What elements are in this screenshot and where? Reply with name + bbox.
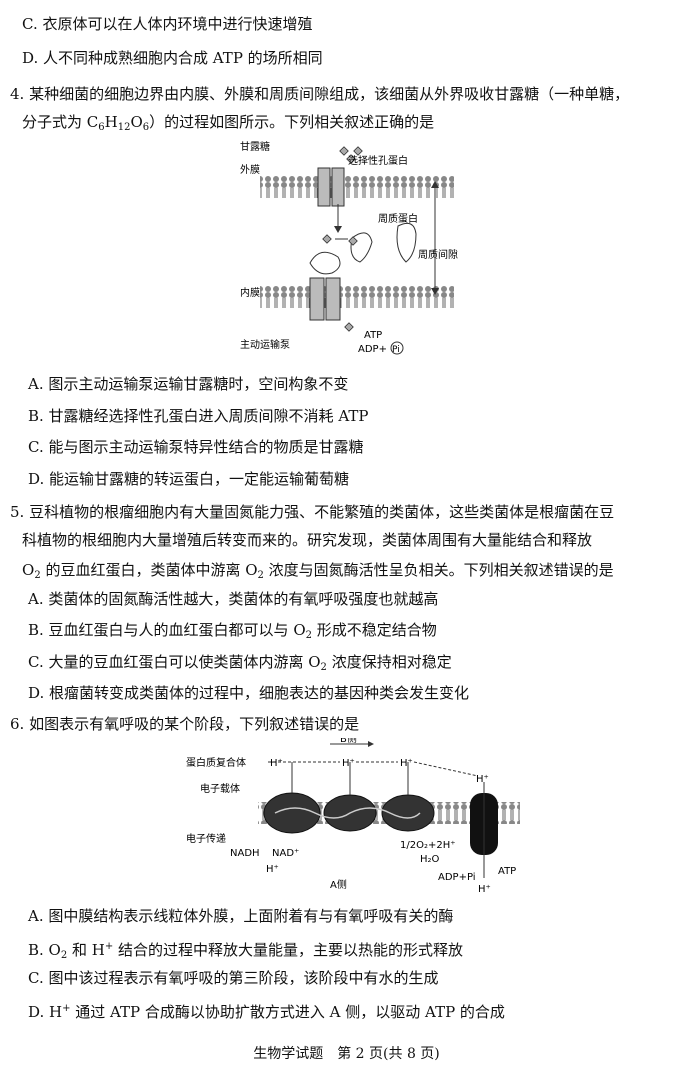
o2-label: 1/2O₂+2H⁺ bbox=[400, 840, 456, 851]
question-5-stem-2: 科植物的根细胞内大量增殖后转变而来的。研究发现，类菌体周围有大量能结合和释放 bbox=[22, 531, 593, 549]
page-footer: 生物学试题 第 2 页(共 8 页) bbox=[253, 1046, 440, 1062]
a-side-label: A侧 bbox=[330, 878, 347, 891]
option-4a: A. 图示主动运输泵运输甘露糖时，空间构象不变 bbox=[28, 375, 349, 393]
h2o-label: H₂O bbox=[420, 854, 440, 865]
electron-transport-figure: B侧 蛋白质复合体 H⁺ H⁺ H⁺ H⁺ 电子载体 电子传递 NADH NAD… bbox=[186, 738, 520, 895]
h-label-2: H⁺ bbox=[342, 758, 355, 769]
option-5d: D. 根瘤菌转变成类菌体的过程中，细胞表达的基因种类会发生变化 bbox=[28, 684, 470, 702]
outer-membrane bbox=[260, 176, 454, 198]
mannose-transport-figure: 甘露糖 外膜 选择性孔蛋白 周质蛋白 周质间隙 内膜 主动运输泵 ATP ADP… bbox=[240, 140, 458, 355]
nad-label: NAD⁺ bbox=[272, 848, 299, 859]
question-5-stem-3: O2 的豆血红蛋白，类菌体中游离 O2 浓度与固氮酶活性呈负相关。下列相关叙述错… bbox=[22, 561, 614, 581]
h-label-1: H⁺ bbox=[270, 758, 283, 769]
adp-pi-label: ADP+Pi bbox=[438, 872, 476, 883]
h-label-5: H⁺ bbox=[266, 864, 279, 875]
option-3d: D. 人不同种成熟细胞内合成 ATP 的场所相同 bbox=[22, 49, 323, 67]
h-label-3: H⁺ bbox=[400, 758, 413, 769]
option-6a: A. 图中膜结构表示线粒体外膜，上面附着有与有氧呼吸有关的酶 bbox=[28, 907, 454, 925]
mannose-label: 甘露糖 bbox=[240, 140, 270, 153]
pi-label: Pi bbox=[392, 345, 400, 355]
carrier-label: 电子载体 bbox=[200, 782, 240, 795]
option-6d: D. H+ 通过 ATP 合成酶以协助扩散方式进入 A 侧，以驱动 ATP 的合… bbox=[28, 1003, 505, 1021]
periplasmic-protein-label: 周质蛋白 bbox=[378, 212, 418, 225]
h-label-4: H⁺ bbox=[476, 774, 489, 785]
etransfer-label: 电子传递 bbox=[186, 832, 226, 845]
inner-membrane bbox=[260, 286, 454, 308]
option-5b: B. 豆血红蛋白与人的血红蛋白都可以与 O2 形成不稳定结合物 bbox=[28, 621, 437, 641]
question-4-stem-2: 分子式为 C6H12O6）的过程如图所示。下列相关叙述正确的是 bbox=[22, 113, 435, 133]
atp-label-2: ATP bbox=[498, 866, 516, 877]
option-5c: C. 大量的豆血红蛋白可以使类菌体内游离 O2 浓度保持相对稳定 bbox=[28, 653, 452, 673]
atp-label: ATP bbox=[364, 330, 382, 341]
option-6b: B. O2 和 H+ 结合的过程中释放大量能量，主要以热能的形式释放 bbox=[28, 941, 464, 961]
adp-label: ADP+ bbox=[358, 344, 387, 355]
question-4-stem: 4. 某种细菌的细胞边界由内膜、外膜和周质间隙组成，该细菌从外界吸收甘露糖（一种… bbox=[10, 85, 630, 103]
option-5a: A. 类菌体的固氮酶活性越大，类菌体的有氧呼吸强度也就越高 bbox=[28, 590, 439, 608]
option-4b: B. 甘露糖经选择性孔蛋白进入周质间隙不消耗 ATP bbox=[28, 407, 369, 425]
option-6c: C. 图中该过程表示有氧呼吸的第三阶段，该阶段中有水的生成 bbox=[28, 969, 439, 987]
outer-membrane-label: 外膜 bbox=[240, 164, 260, 176]
option-4d: D. 能运输甘露糖的转运蛋白，一定能运输葡萄糖 bbox=[28, 470, 350, 488]
question-6-stem: 6. 如图表示有氧呼吸的某个阶段，下列叙述错误的是 bbox=[10, 715, 360, 733]
option-4c: C. 能与图示主动运输泵特异性结合的物质是甘露糖 bbox=[28, 438, 364, 456]
complex-label: 蛋白质复合体 bbox=[186, 756, 246, 769]
inner-membrane-label: 内膜 bbox=[240, 286, 260, 299]
porin-label: 选择性孔蛋白 bbox=[348, 154, 408, 167]
option-3c: C. 衣原体可以在人体内环境中进行快速增殖 bbox=[22, 15, 313, 33]
periplasm-label: 周质间隙 bbox=[418, 248, 458, 261]
nadh-label: NADH bbox=[230, 848, 260, 859]
b-side-label: B侧 bbox=[340, 738, 357, 745]
pump-label: 主动运输泵 bbox=[240, 338, 290, 351]
question-5-stem: 5. 豆科植物的根瘤细胞内有大量固氮能力强、不能繁殖的类菌体，这些类菌体是根瘤菌… bbox=[10, 503, 615, 521]
h-label-6: H⁺ bbox=[478, 884, 491, 895]
